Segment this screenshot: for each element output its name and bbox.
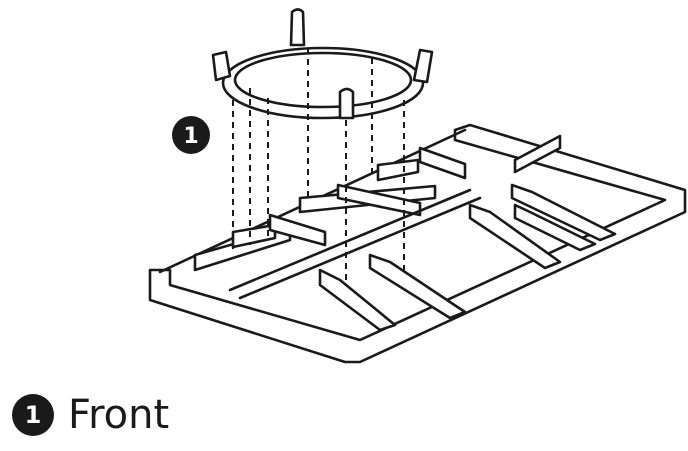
wok-ring-leg [289,8,306,47]
wok-ring [211,8,434,120]
grate-finger [513,203,597,252]
grate-prong [513,134,562,174]
grate-finger [318,268,397,332]
grate-prong [376,158,420,182]
grate-prong [268,213,327,247]
wok-ring-leg [338,87,355,120]
wok-ring-outer [221,46,425,120]
callout-number: 1 [183,124,198,149]
legend-badge: 1 [12,394,54,436]
grate-cross-bar [228,188,472,292]
grate-prong [231,223,277,249]
grate-finger [510,183,617,242]
wok-ring-leg [412,48,434,84]
grate-cross-bar [238,196,482,300]
grate-prong [336,183,422,217]
legend: 1 Front [12,392,169,438]
alignment-guides [232,48,405,285]
wok-ring-leg [211,50,232,82]
grate-finger [368,253,467,320]
grate-finger [468,203,562,270]
grate-prong [418,146,467,180]
wok-ring-inner [233,51,413,109]
legend-label: Front [68,392,170,438]
grate [148,123,687,364]
callout-badge: 1 [172,116,210,154]
